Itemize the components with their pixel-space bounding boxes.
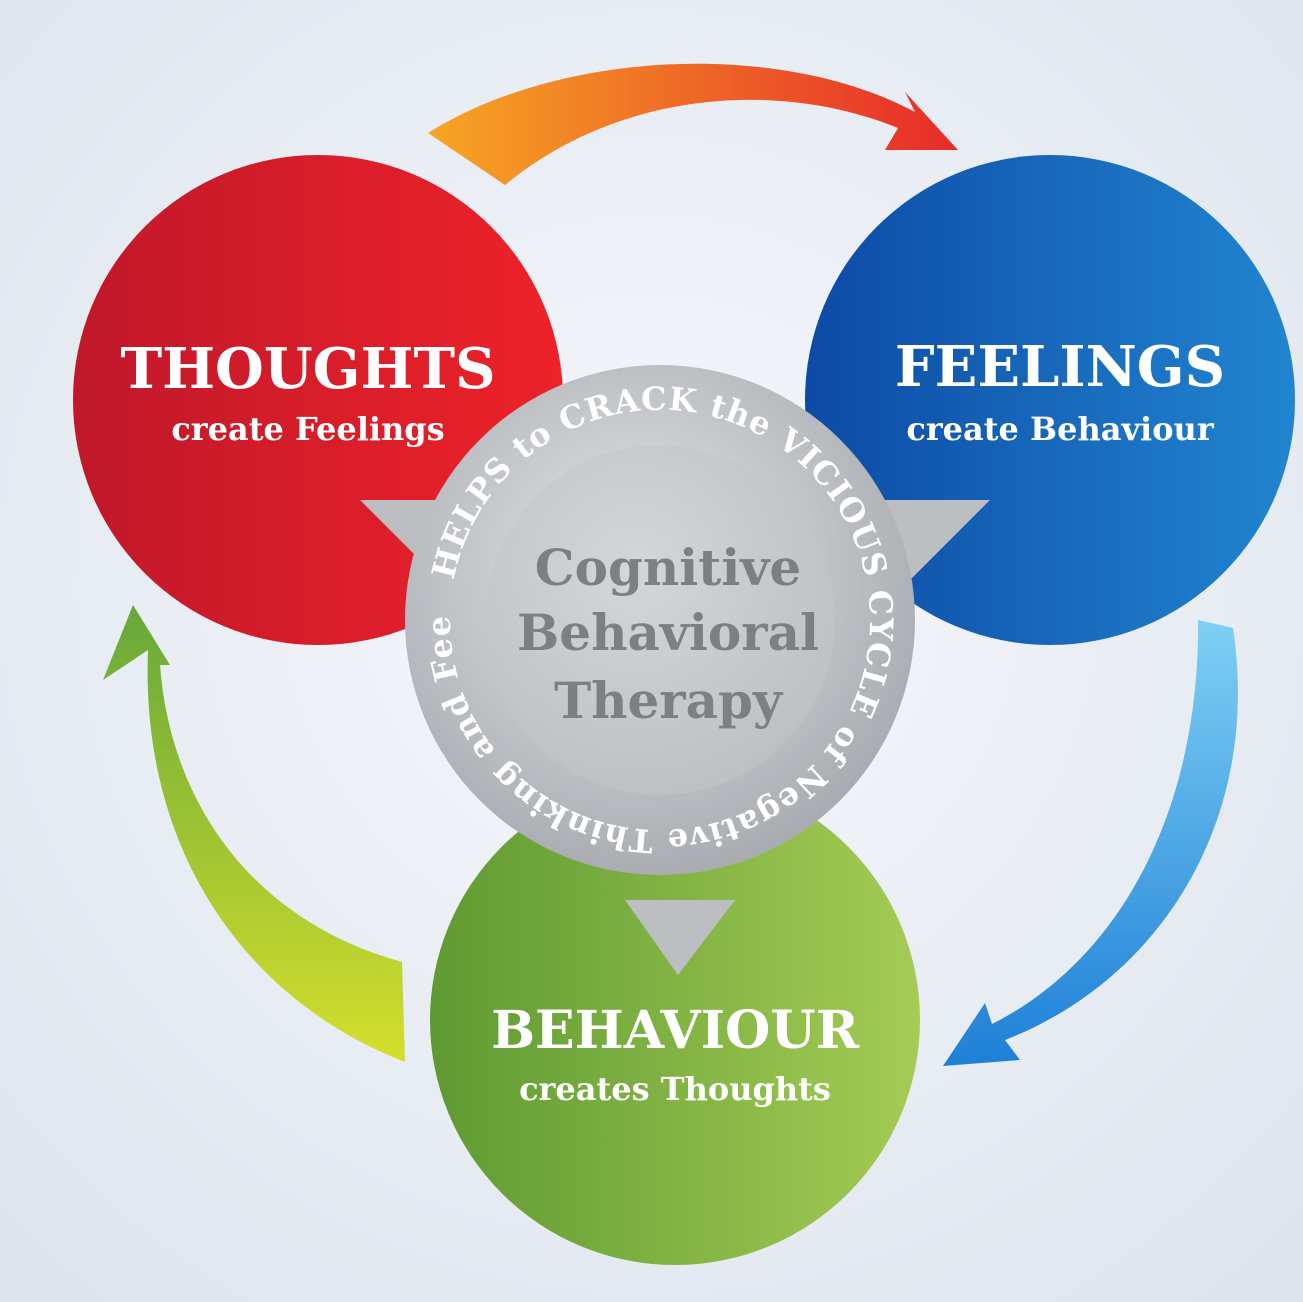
center-title-line3: Therapy xyxy=(554,671,784,730)
arrow-thoughts-to-feelings xyxy=(428,63,958,185)
behaviour-circle xyxy=(430,775,920,1265)
left-arrow-shape xyxy=(103,605,405,1062)
right-arrow-shape xyxy=(943,620,1238,1066)
top-arrow-shape xyxy=(428,63,958,185)
behaviour-node: BEHAVIOUR creates Thoughts xyxy=(430,775,920,1265)
feelings-subtitle: create Behaviour xyxy=(906,410,1214,448)
feelings-title: FEELINGS xyxy=(895,334,1225,400)
thoughts-title: THOUGHTS xyxy=(120,336,495,402)
center-title-line1: Cognitive xyxy=(535,538,801,597)
arrow-behaviour-to-thoughts xyxy=(103,605,405,1062)
center-title-line2: Behavioral xyxy=(517,603,819,662)
center-inner-disc xyxy=(485,445,835,795)
behaviour-subtitle: creates Thoughts xyxy=(519,1070,831,1108)
center-pointer-bottom xyxy=(625,900,735,975)
behaviour-title: BEHAVIOUR xyxy=(491,1000,860,1061)
thoughts-subtitle: create Feelings xyxy=(171,410,444,448)
arrow-feelings-to-behaviour xyxy=(943,620,1238,1066)
